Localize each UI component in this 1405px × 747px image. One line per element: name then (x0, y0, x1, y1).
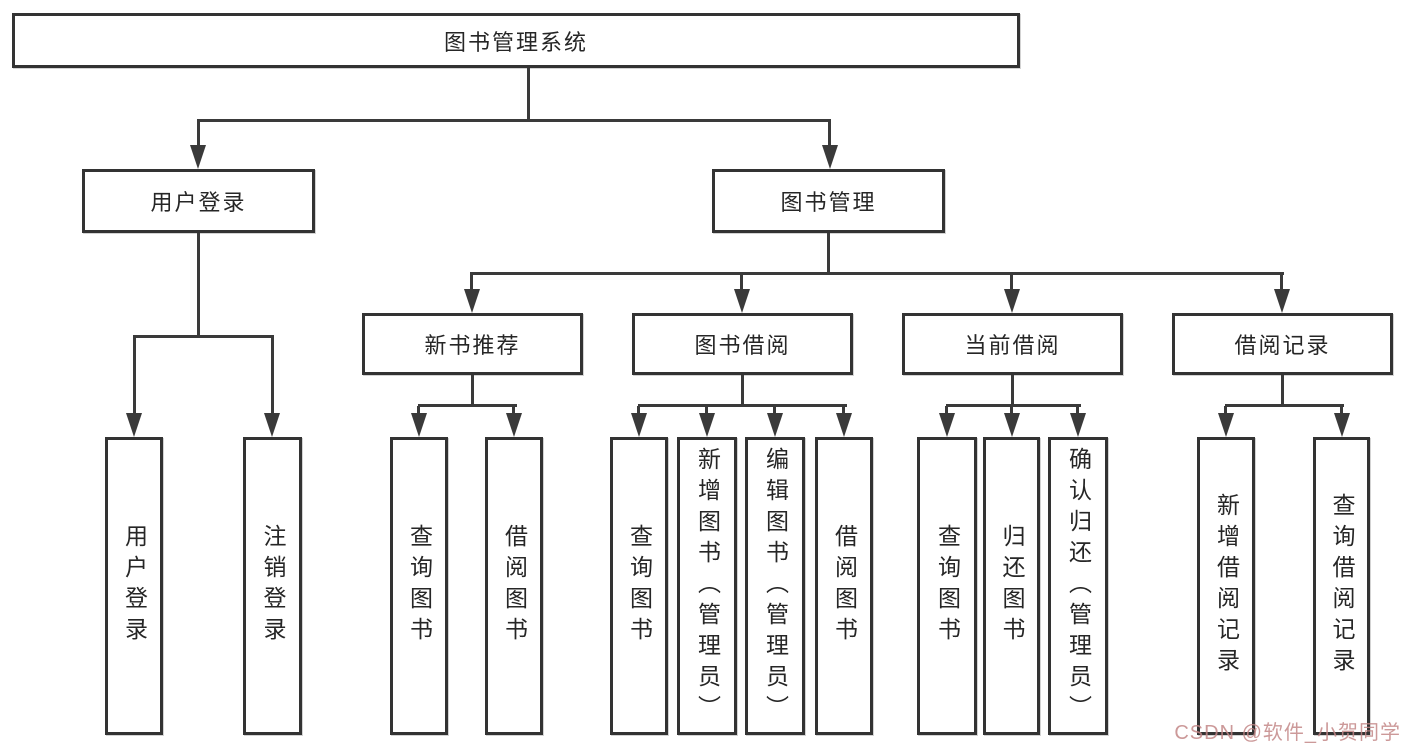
arrowhead-icon (126, 413, 142, 437)
leaf-label: 归还图书 (999, 524, 1025, 648)
arrowhead-icon (767, 413, 783, 437)
node-book-management: 图书管理 (712, 169, 945, 233)
leaf-label: 用户登录 (121, 524, 148, 648)
leaf-add-books-admin: 新增图书（管理员） (677, 437, 737, 735)
node-label: 用户登录 (150, 190, 247, 215)
connector-line (1281, 375, 1284, 406)
leaf-confirm-return-admin: 确认归还（管理员） (1048, 437, 1108, 735)
arrowhead-icon (1334, 413, 1350, 437)
connector-line (705, 406, 708, 416)
connector-line (637, 406, 640, 416)
arrowhead-icon (836, 413, 852, 437)
node-borrow-records: 借阅记录 (1172, 313, 1393, 375)
node-label: 图书管理系统 (443, 29, 588, 55)
connector-line (1010, 406, 1013, 416)
connector-line (197, 233, 200, 337)
arrowhead-icon (1070, 413, 1086, 437)
arrowhead-icon (506, 413, 522, 437)
connector-line (1225, 404, 1344, 407)
node-label: 图书管理 (780, 190, 877, 215)
node-label: 新书推荐 (424, 333, 521, 358)
connector-line (512, 406, 515, 416)
leaf-label: 注销登录 (260, 524, 286, 648)
leaf-label: 借阅图书 (831, 524, 858, 648)
leaf-label: 查询借阅记录 (1329, 493, 1355, 679)
connector-line (827, 233, 830, 274)
leaf-label: 查询图书 (626, 524, 653, 648)
node-user-login: 用户登录 (82, 169, 315, 233)
connector-line (842, 406, 845, 416)
node-label: 当前借阅 (964, 333, 1061, 358)
leaf-return-books: 归还图书 (983, 437, 1040, 735)
arrowhead-icon (264, 413, 280, 437)
arrowhead-icon (464, 289, 480, 313)
connector-line (417, 406, 420, 416)
node-book-borrow: 图书借阅 (632, 313, 853, 375)
arrowhead-icon (699, 413, 715, 437)
connector-line (1280, 274, 1283, 292)
arrowhead-icon (822, 145, 838, 169)
leaf-user-login: 用户登录 (105, 437, 163, 735)
connector-line (828, 121, 831, 149)
node-root-library-system: 图书管理系统 (12, 13, 1020, 68)
node-current-borrow: 当前借阅 (902, 313, 1123, 375)
connector-line (1011, 375, 1014, 406)
leaf-label: 编辑图书（管理员） (762, 446, 789, 726)
connector-line (638, 404, 847, 407)
connector-line (470, 272, 1284, 275)
leaf-label: 确认归还（管理员） (1065, 446, 1092, 726)
arrowhead-icon (1274, 289, 1290, 313)
connector-line (527, 68, 530, 121)
arrowhead-icon (734, 289, 750, 313)
connector-line (741, 375, 744, 406)
leaf-query-borrow-record: 查询借阅记录 (1313, 437, 1370, 735)
csdn-watermark: CSDN @软件_小贺同学 (1174, 722, 1401, 744)
node-label: 图书借阅 (694, 333, 791, 358)
connector-line (197, 121, 200, 149)
leaf-query-books-current: 查询图书 (917, 437, 977, 735)
arrowhead-icon (939, 413, 955, 437)
node-label: 借阅记录 (1234, 333, 1331, 358)
leaf-borrow-books-recommend: 借阅图书 (485, 437, 543, 735)
connector-line (740, 274, 743, 292)
leaf-borrow-books: 借阅图书 (815, 437, 873, 735)
leaf-label: 新增借阅记录 (1213, 493, 1240, 679)
connector-line (418, 404, 517, 407)
leaf-query-books-borrow: 查询图书 (610, 437, 668, 735)
arrowhead-icon (190, 145, 206, 169)
arrowhead-icon (631, 413, 647, 437)
arrowhead-icon (1004, 289, 1020, 313)
arrowhead-icon (411, 413, 427, 437)
connector-line (1340, 406, 1343, 416)
arrowhead-icon (1004, 413, 1020, 437)
node-new-book-recommend: 新书推荐 (362, 313, 583, 375)
connector-line (133, 337, 136, 415)
leaf-label: 查询图书 (934, 524, 961, 648)
connector-line (1010, 274, 1013, 292)
connector-line (946, 404, 1081, 407)
leaf-query-books-recommend: 查询图书 (390, 437, 448, 735)
leaf-label: 查询图书 (406, 524, 433, 648)
leaf-label: 新增图书（管理员） (694, 446, 721, 726)
connector-line (1076, 406, 1079, 416)
leaf-logout: 注销登录 (243, 437, 302, 735)
arrowhead-icon (1218, 413, 1234, 437)
connector-line (945, 406, 948, 416)
leaf-label: 借阅图书 (501, 524, 528, 648)
connector-line (197, 119, 831, 122)
connector-line (133, 335, 274, 338)
connector-line (471, 375, 474, 406)
leaf-add-borrow-record: 新增借阅记录 (1197, 437, 1255, 735)
connector-line (773, 406, 776, 416)
leaf-edit-books-admin: 编辑图书（管理员） (745, 437, 805, 735)
connector-line (470, 274, 473, 292)
connector-line (271, 337, 274, 415)
connector-line (1224, 406, 1227, 416)
